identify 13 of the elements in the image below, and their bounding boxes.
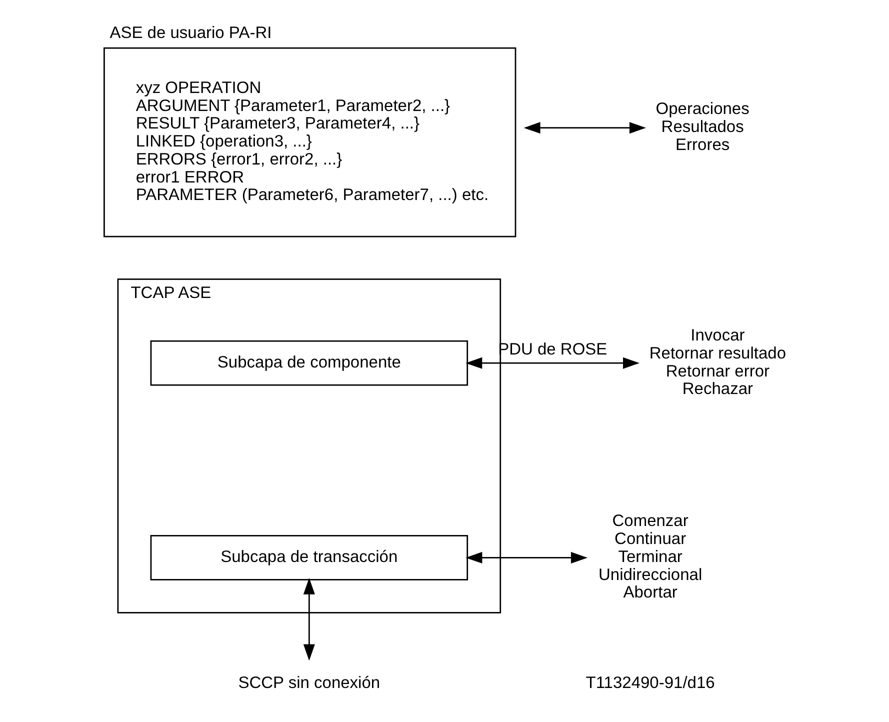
node-text: Operaciones Resultados Errores bbox=[655, 100, 749, 154]
node-text: Comenzar Continuar Terminar Unidireccional Abortar bbox=[598, 512, 702, 602]
arrow bbox=[302, 578, 314, 661]
node-label: ASE de usuario PA-RI bbox=[109, 24, 272, 42]
node-text: Invocar Retornar resultado Retornar error Rechazar bbox=[648, 326, 786, 398]
node-box: Subcapa de componente bbox=[150, 340, 468, 386]
label: T1132490-91/d16 bbox=[585, 674, 714, 692]
arrow bbox=[465, 552, 587, 564]
node-box: xyz OPERATION ARGUMENT {Parameter1, Parameter2, ...} RESULT {Parameter3, Parameter4, ...} LINKED {operation3, ...} ERRORS {error1, error2, ...} error1 ERROR PARAMETER (Parameter6, Parameter7, ...) etc. bbox=[103, 47, 516, 238]
arrow bbox=[523, 122, 646, 134]
node-text: SCCP sin conexión bbox=[238, 674, 380, 692]
arrow bbox=[465, 357, 640, 369]
node-box: Subcapa de transacción bbox=[150, 535, 468, 580]
